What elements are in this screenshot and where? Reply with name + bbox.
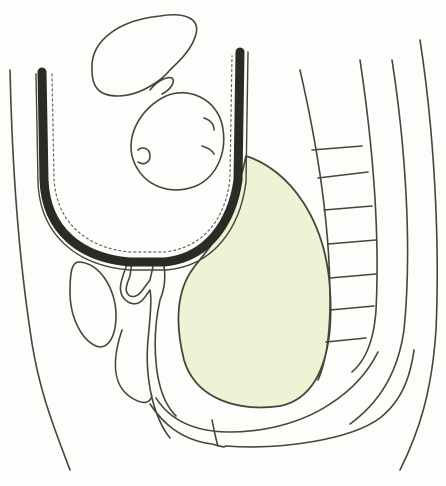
anatomical-illustration [0,0,446,486]
illustration-canvas [0,0,446,486]
